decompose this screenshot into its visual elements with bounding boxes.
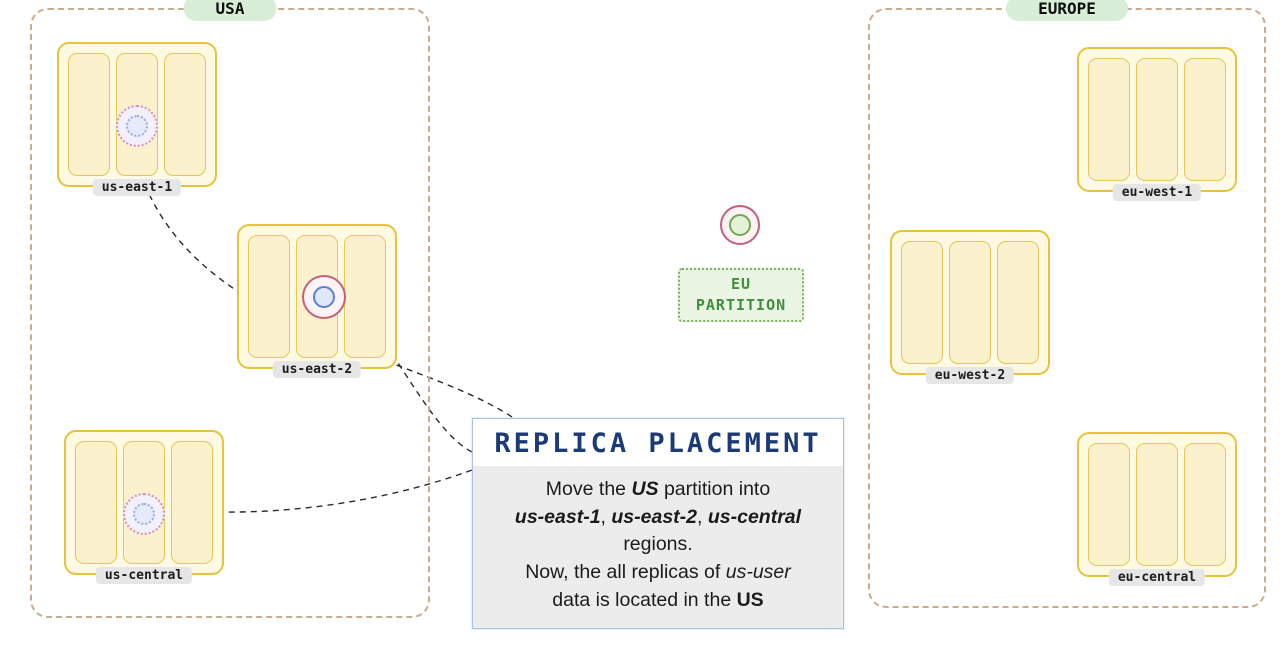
callout-title: REPLICA PLACEMENT <box>494 428 822 459</box>
zone-bar <box>344 235 386 358</box>
zone-label-eu-west-1: eu-west-1 <box>1112 184 1202 201</box>
zone-bar <box>75 441 117 564</box>
eu-partition-replica-icon <box>720 205 760 245</box>
zone-bar <box>1184 58 1226 181</box>
zone-eu-west-2: eu-west-2 <box>890 230 1050 384</box>
zone-label-us-central: us-central <box>95 567 193 584</box>
zone-us-east-2: us-east-2 <box>237 224 397 378</box>
europe-region-label: EUROPE <box>1006 0 1128 21</box>
zone-box-us-east-2 <box>237 224 397 369</box>
zone-bar <box>68 53 110 176</box>
zone-label-eu-central: eu-central <box>1108 569 1206 586</box>
zone-bar <box>1136 443 1178 566</box>
zone-bar <box>171 441 213 564</box>
zone-bar <box>1136 58 1178 181</box>
zone-box-eu-west-1 <box>1077 47 1237 192</box>
zone-box-us-central <box>64 430 224 575</box>
eu-partition-line2: PARTITION <box>695 296 787 314</box>
planned-replica-icon <box>123 493 165 535</box>
zone-box-us-east-1 <box>57 42 217 187</box>
zone-eu-west-1: eu-west-1 <box>1077 47 1237 201</box>
zone-us-east-1: us-east-1 <box>57 42 217 196</box>
zone-bar <box>1088 58 1130 181</box>
eu-partition-replica-core-icon <box>729 214 751 236</box>
planned-replica-icon <box>116 105 158 147</box>
usa-region-group: USA us-east-1 us-east-2 <box>30 0 430 618</box>
zone-bar <box>997 241 1039 364</box>
zone-label-us-east-1: us-east-1 <box>92 179 182 196</box>
zone-bar <box>1184 443 1226 566</box>
us-replica-icon <box>302 275 346 319</box>
zone-eu-central: eu-central <box>1077 432 1237 586</box>
planned-replica-core-icon <box>133 503 155 525</box>
us-replica-core-icon <box>313 286 335 308</box>
zone-label-us-east-2: us-east-2 <box>272 361 362 378</box>
zone-box-eu-central <box>1077 432 1237 577</box>
eu-partition-tag: EU PARTITION <box>678 268 804 322</box>
replica-placement-callout: REPLICA PLACEMENT Move the US partition … <box>472 418 844 630</box>
planned-replica-core-icon <box>126 115 148 137</box>
zone-label-eu-west-2: eu-west-2 <box>925 367 1015 384</box>
zone-box-eu-west-2 <box>890 230 1050 375</box>
zone-bar <box>248 235 290 358</box>
callout-body: Move the US partition into us-east-1, us… <box>473 466 843 629</box>
zone-us-central: us-central <box>64 430 224 584</box>
zone-bar <box>1088 443 1130 566</box>
zone-bar <box>949 241 991 364</box>
zone-bar <box>164 53 206 176</box>
usa-region-label: USA <box>183 0 277 21</box>
zone-bar <box>901 241 943 364</box>
europe-region-group: EUROPE eu-west-1 eu-west-2 eu-c <box>868 0 1266 608</box>
eu-partition-line1: EU <box>730 275 752 293</box>
